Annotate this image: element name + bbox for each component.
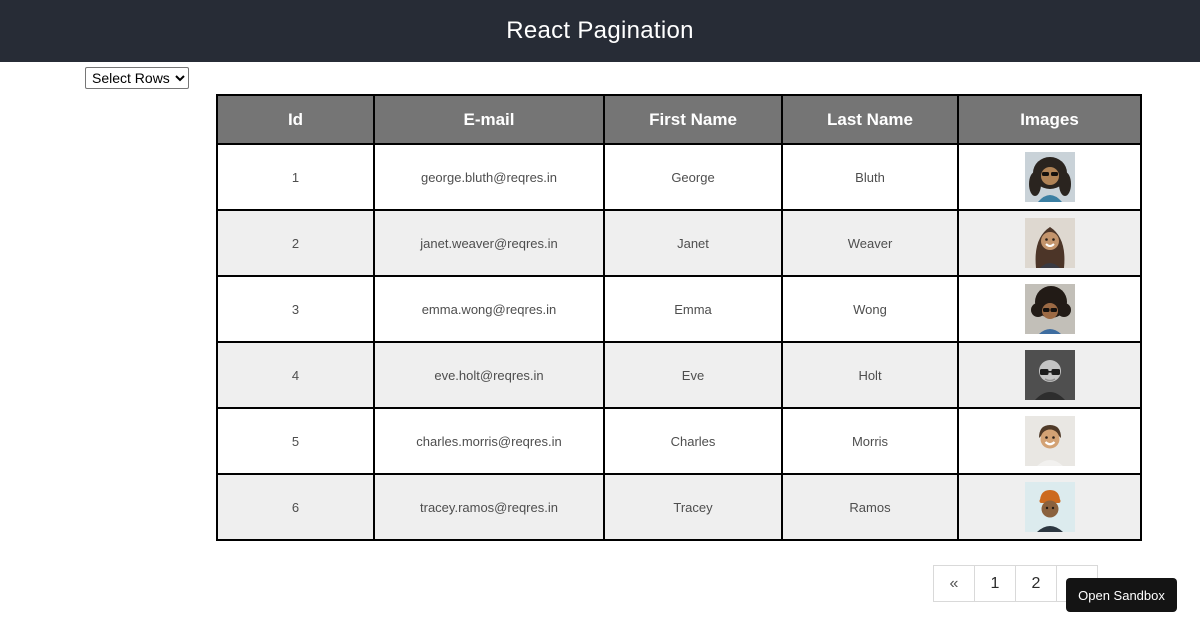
table-row: 5 charles.morris@reqres.in Charles Morri… [216,407,1142,475]
app-header: React Pagination [0,0,1200,62]
cell-id: 5 [216,407,375,475]
cell-id: 2 [216,209,375,277]
column-header-first-name: First Name [603,94,783,145]
cell-first-name: Janet [603,209,783,277]
select-rows-dropdown[interactable]: Select Rows [85,67,189,89]
table-row: 6 tracey.ramos@reqres.in Tracey Ramos [216,473,1142,541]
cell-last-name: Weaver [781,209,959,277]
table-row: 3 emma.wong@reqres.in Emma Wong [216,275,1142,343]
table-row: 1 george.bluth@reqres.in George Bluth [216,143,1142,211]
page-title: React Pagination [506,17,694,44]
cell-last-name: Holt [781,341,959,409]
cell-id: 4 [216,341,375,409]
open-sandbox-button[interactable]: Open Sandbox [1066,578,1177,612]
user-avatar-image [1024,416,1075,466]
cell-email: tracey.ramos@reqres.in [373,473,605,541]
cell-image [957,209,1142,277]
user-avatar-image [1024,350,1075,400]
pagination-page-1-button[interactable]: 1 [974,565,1016,602]
cell-id: 6 [216,473,375,541]
cell-email: george.bluth@reqres.in [373,143,605,211]
cell-email: eve.holt@reqres.in [373,341,605,409]
cell-email: janet.weaver@reqres.in [373,209,605,277]
cell-image [957,407,1142,475]
cell-first-name: Emma [603,275,783,343]
users-table: Id E-mail First Name Last Name Images 1 … [216,94,1142,541]
column-header-id: Id [216,94,375,145]
pagination-prev-button[interactable]: « [933,565,975,602]
cell-first-name: Charles [603,407,783,475]
cell-id: 1 [216,143,375,211]
user-avatar-image [1024,284,1075,334]
pagination: « 1 2 [933,565,1098,602]
user-avatar-image [1024,218,1075,268]
cell-last-name: Bluth [781,143,959,211]
cell-image [957,143,1142,211]
cell-last-name: Wong [781,275,959,343]
table-row: 4 eve.holt@reqres.in Eve Holt [216,341,1142,409]
column-header-email: E-mail [373,94,605,145]
table-header: Id E-mail First Name Last Name Images [216,94,1142,145]
cell-image [957,341,1142,409]
cell-first-name: Tracey [603,473,783,541]
user-avatar-image [1024,152,1075,202]
cell-email: emma.wong@reqres.in [373,275,605,343]
cell-last-name: Ramos [781,473,959,541]
table-row: 2 janet.weaver@reqres.in Janet Weaver [216,209,1142,277]
cell-first-name: George [603,143,783,211]
user-avatar-image [1024,482,1075,532]
column-header-images: Images [957,94,1142,145]
pagination-page-2-button[interactable]: 2 [1015,565,1057,602]
cell-image [957,275,1142,343]
cell-image [957,473,1142,541]
column-header-last-name: Last Name [781,94,959,145]
cell-last-name: Morris [781,407,959,475]
cell-email: charles.morris@reqres.in [373,407,605,475]
cell-id: 3 [216,275,375,343]
cell-first-name: Eve [603,341,783,409]
